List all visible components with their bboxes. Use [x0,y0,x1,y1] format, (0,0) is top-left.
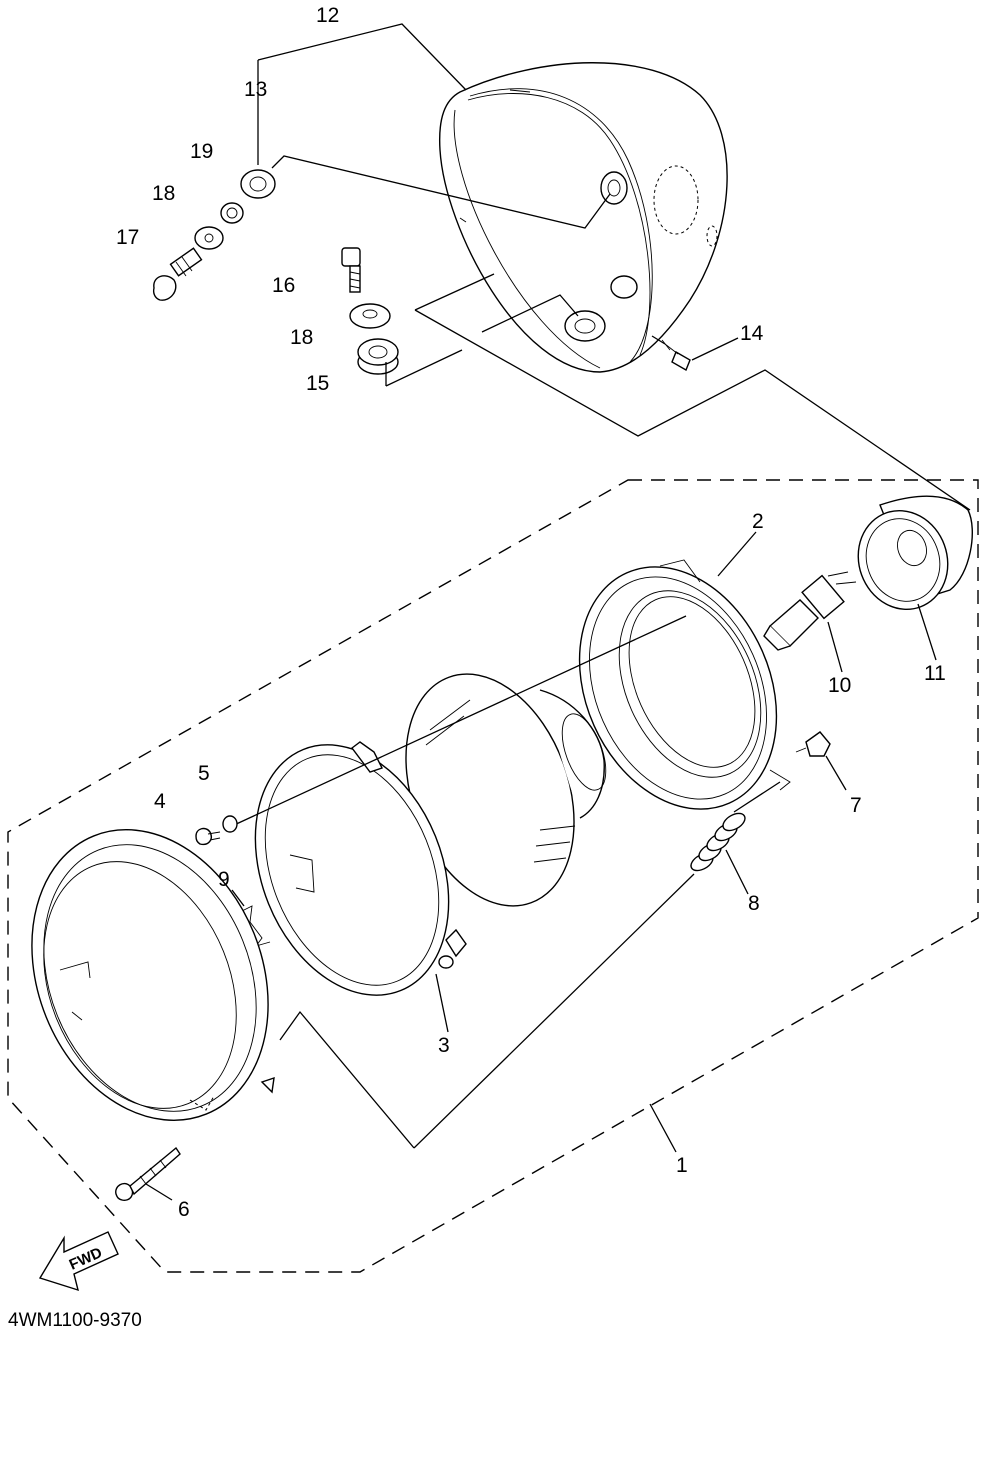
reflector-lens [405,673,607,907]
screw-4 [195,827,221,846]
spring-8 [690,812,746,872]
assembly-1-boundary [7,479,979,1273]
nut-7 [795,731,831,757]
callout-8: 8 [748,892,760,915]
callout-12: 12 [316,4,339,27]
grommet-13 [240,169,276,199]
screw-6 [115,1146,181,1201]
callout-16: 16 [272,274,295,297]
callout-6: 6 [178,1198,190,1221]
washer-18-top [194,226,224,250]
callout-4: 4 [154,790,166,813]
callout-10: 10 [828,674,851,697]
callout-9: 9 [218,868,230,891]
headlight-housing [438,62,728,373]
fwd-arrow-icon: FWD [38,1231,119,1292]
rim-3 [254,741,467,996]
washer-18-lower [349,303,391,329]
socket-cover-11 [857,495,974,611]
bolt-16 [341,247,361,293]
callout-19: 19 [190,140,213,163]
screw-14 [661,339,691,372]
callout-5: 5 [198,762,210,785]
bulb-10 [763,571,857,651]
callout-14: 14 [740,322,764,345]
callout-18-top: 18 [152,182,175,205]
collar-19 [220,202,244,224]
callout-3: 3 [438,1034,450,1057]
bolt-17 [152,247,203,301]
headlight-trim-ring [31,829,275,1121]
callout-1: 1 [676,1154,688,1177]
grommet-15 [357,338,399,375]
part-code: 4WM1100-9370 [8,1310,142,1331]
callout-17: 17 [116,226,139,249]
callout-15: 15 [306,372,329,395]
headlight-body-2 [578,559,791,810]
callout-7: 7 [850,794,862,817]
washer-5 [222,815,238,833]
callout-11: 11 [924,662,946,685]
callout-13: 13 [244,78,267,101]
callout-18-lower: 18 [290,326,313,349]
callout-2: 2 [752,510,764,533]
